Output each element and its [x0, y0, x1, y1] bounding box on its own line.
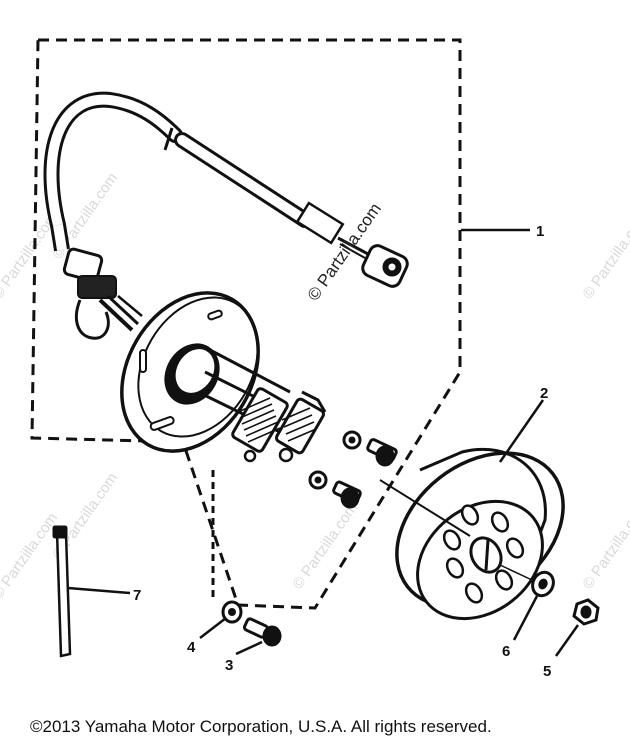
callout-7: 7 [133, 587, 141, 604]
callout-1: 1 [536, 223, 544, 240]
stator-base-plate [120, 291, 260, 453]
flywheel-rotor [379, 447, 565, 621]
watermark-faint: © Partzilla.com [289, 500, 361, 593]
washer-6 [499, 564, 555, 598]
screw-3 [242, 617, 282, 647]
copyright-notice: ©2013 Yamaha Motor Corporation, U.S.A. A… [30, 717, 492, 736]
stator-coils [199, 348, 327, 463]
callout-labels: 1 2 3 4 5 6 7 [133, 223, 551, 680]
nut-5 [572, 598, 600, 626]
leader-lines [67, 228, 580, 657]
callout-6: 6 [502, 643, 510, 660]
callout-5: 5 [543, 663, 551, 680]
assembly-boundary [30, 38, 462, 610]
callout-3: 3 [225, 657, 233, 674]
watermark-faint: © Partzilla.com [579, 210, 630, 303]
watermark-faint: © Partzilla.com [579, 500, 630, 593]
cable-tie-7 [52, 525, 72, 658]
stator-screws [308, 430, 398, 509]
harness-connector [361, 244, 409, 288]
washer-4 [221, 600, 243, 624]
callout-4: 4 [187, 639, 196, 656]
wire-harness [43, 91, 409, 340]
watermark-faint: © Partzilla.com [0, 510, 61, 603]
callout-2: 2 [540, 385, 548, 402]
